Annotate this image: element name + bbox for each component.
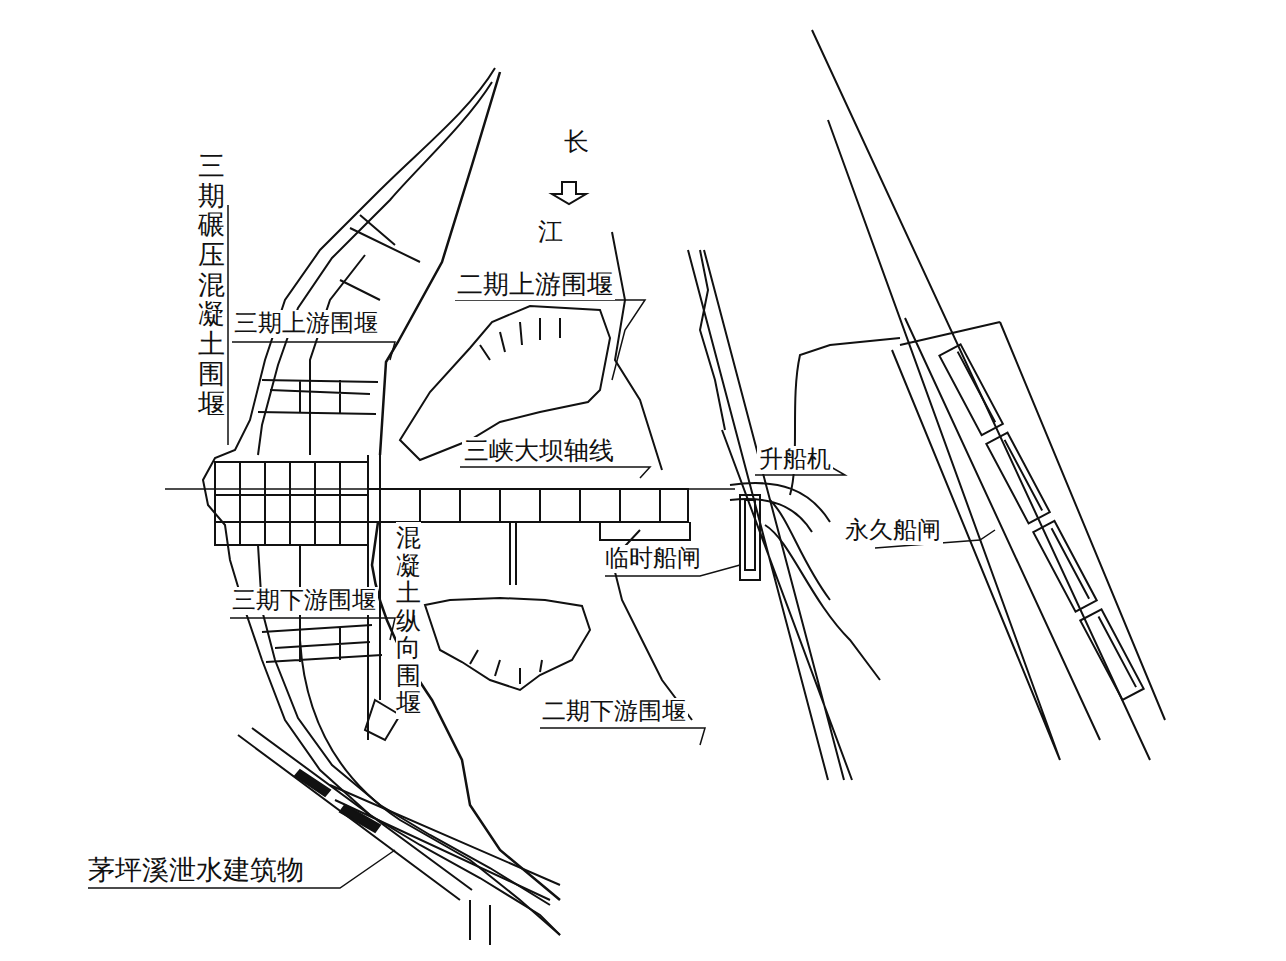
flow-arrow (552, 182, 586, 204)
map-label: 二期上游围堰 (455, 270, 615, 300)
maoping-outlet (295, 770, 380, 832)
map-label: 江 (536, 218, 565, 247)
map-label: 永久船闸 (843, 517, 943, 545)
downstream-cofferdam-2 (425, 598, 590, 690)
cross-lines (340, 215, 420, 300)
linework (88, 30, 1165, 945)
ship-lift-approach (730, 338, 900, 680)
map-label: 茅坪溪泄水建筑物 (86, 855, 306, 886)
vertical-label: 三期碾压混凝土围堰 (198, 150, 225, 421)
channel-right-bank (372, 72, 560, 900)
maoping-structure (238, 728, 560, 945)
map-label: 临时船闸 (603, 545, 703, 573)
right-bank (612, 232, 725, 720)
map-label: 升船机 (757, 446, 833, 474)
map-label: 二期下游围堰 (540, 698, 688, 726)
map-label: 三峡大坝轴线 (462, 437, 616, 466)
lock-chambers (939, 344, 1143, 700)
dam-body-left (215, 462, 368, 545)
left-bank-inner (258, 82, 550, 905)
left-bank (203, 68, 560, 935)
map-label: 三期上游围堰 (232, 310, 380, 338)
temporary-lock (688, 250, 852, 780)
vertical-label: 混凝土纵向围堰 (396, 522, 421, 719)
dam-body-right (368, 455, 690, 740)
permanent-lock-lines (812, 30, 1165, 760)
map-label: 长 (562, 128, 591, 157)
upstream-cofferdam-3 (258, 380, 378, 414)
map-label: 三期下游围堰 (230, 587, 378, 615)
lock-chamber (939, 344, 1143, 700)
